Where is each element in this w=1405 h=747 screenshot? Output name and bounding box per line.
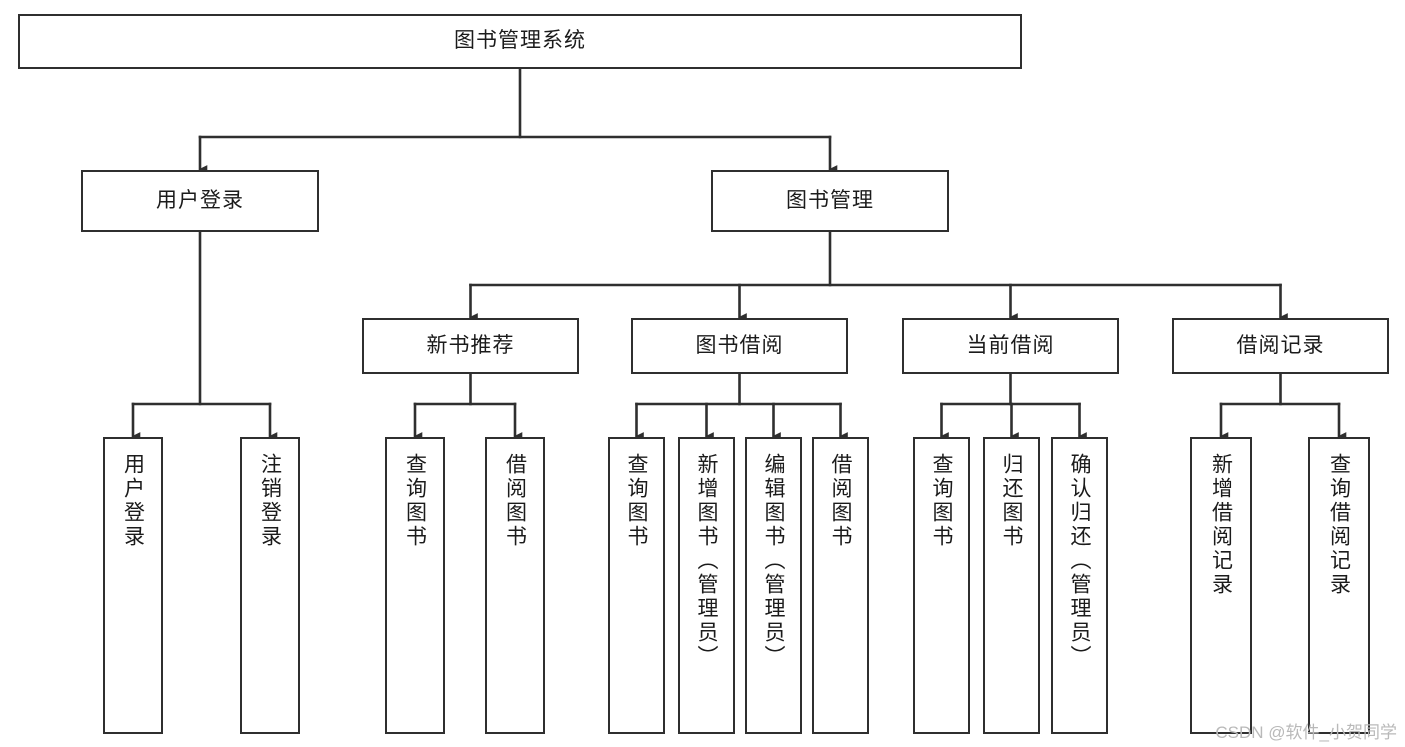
- node-leaf-borrow-book-2[interactable]: 借阅图书: [812, 437, 869, 734]
- node-leaf-confirm-return[interactable]: 确认归还（管理员）: [1051, 437, 1108, 734]
- node-label: 用户登录: [156, 188, 244, 212]
- node-label: 确认归还（管理员）: [1068, 453, 1091, 669]
- node-label: 用户登录: [121, 453, 145, 549]
- node-label: 借阅图书: [829, 453, 852, 549]
- node-book-manage[interactable]: 图书管理: [711, 170, 949, 232]
- node-label: 当前借阅: [966, 333, 1055, 357]
- node-leaf-edit-book[interactable]: 编辑图书（管理员）: [745, 437, 802, 734]
- node-leaf-query-book-1[interactable]: 查询图书: [385, 437, 445, 734]
- node-label: 查询图书: [930, 453, 953, 549]
- node-label: 查询图书: [625, 453, 648, 549]
- node-label: 借阅图书: [503, 453, 527, 549]
- node-label: 查询图书: [403, 453, 427, 549]
- node-borrow-record[interactable]: 借阅记录: [1172, 318, 1389, 374]
- node-label: 查询借阅记录: [1327, 453, 1351, 597]
- node-root[interactable]: 图书管理系统: [18, 14, 1022, 69]
- node-book-borrow[interactable]: 图书借阅: [631, 318, 848, 374]
- node-new-book-rec[interactable]: 新书推荐: [362, 318, 579, 374]
- node-label: 编辑图书（管理员）: [762, 453, 785, 669]
- node-leaf-query-book-2[interactable]: 查询图书: [608, 437, 665, 734]
- node-leaf-user-login[interactable]: 用户登录: [103, 437, 163, 734]
- node-leaf-add-record[interactable]: 新增借阅记录: [1190, 437, 1252, 734]
- node-current-borrow[interactable]: 当前借阅: [902, 318, 1119, 374]
- node-label: 新增借阅记录: [1209, 453, 1233, 597]
- csdn-watermark: CSDN @软件_小贺同学: [1215, 723, 1397, 742]
- node-label: 注销登录: [258, 453, 282, 549]
- node-leaf-return-book[interactable]: 归还图书: [983, 437, 1040, 734]
- node-user-login[interactable]: 用户登录: [81, 170, 319, 232]
- node-label: 新书推荐: [426, 333, 515, 357]
- node-label: 新增图书（管理员）: [695, 453, 718, 669]
- node-leaf-query-record[interactable]: 查询借阅记录: [1308, 437, 1370, 734]
- node-label: 归还图书: [1000, 453, 1023, 549]
- node-label: 图书管理系统: [454, 29, 586, 53]
- node-leaf-borrow-book-1[interactable]: 借阅图书: [485, 437, 545, 734]
- node-label: 图书借阅: [695, 333, 784, 357]
- node-leaf-add-book[interactable]: 新增图书（管理员）: [678, 437, 735, 734]
- node-leaf-query-book-3[interactable]: 查询图书: [913, 437, 970, 734]
- node-label: 借阅记录: [1236, 333, 1325, 357]
- node-label: 图书管理: [786, 188, 874, 212]
- node-leaf-user-logout[interactable]: 注销登录: [240, 437, 300, 734]
